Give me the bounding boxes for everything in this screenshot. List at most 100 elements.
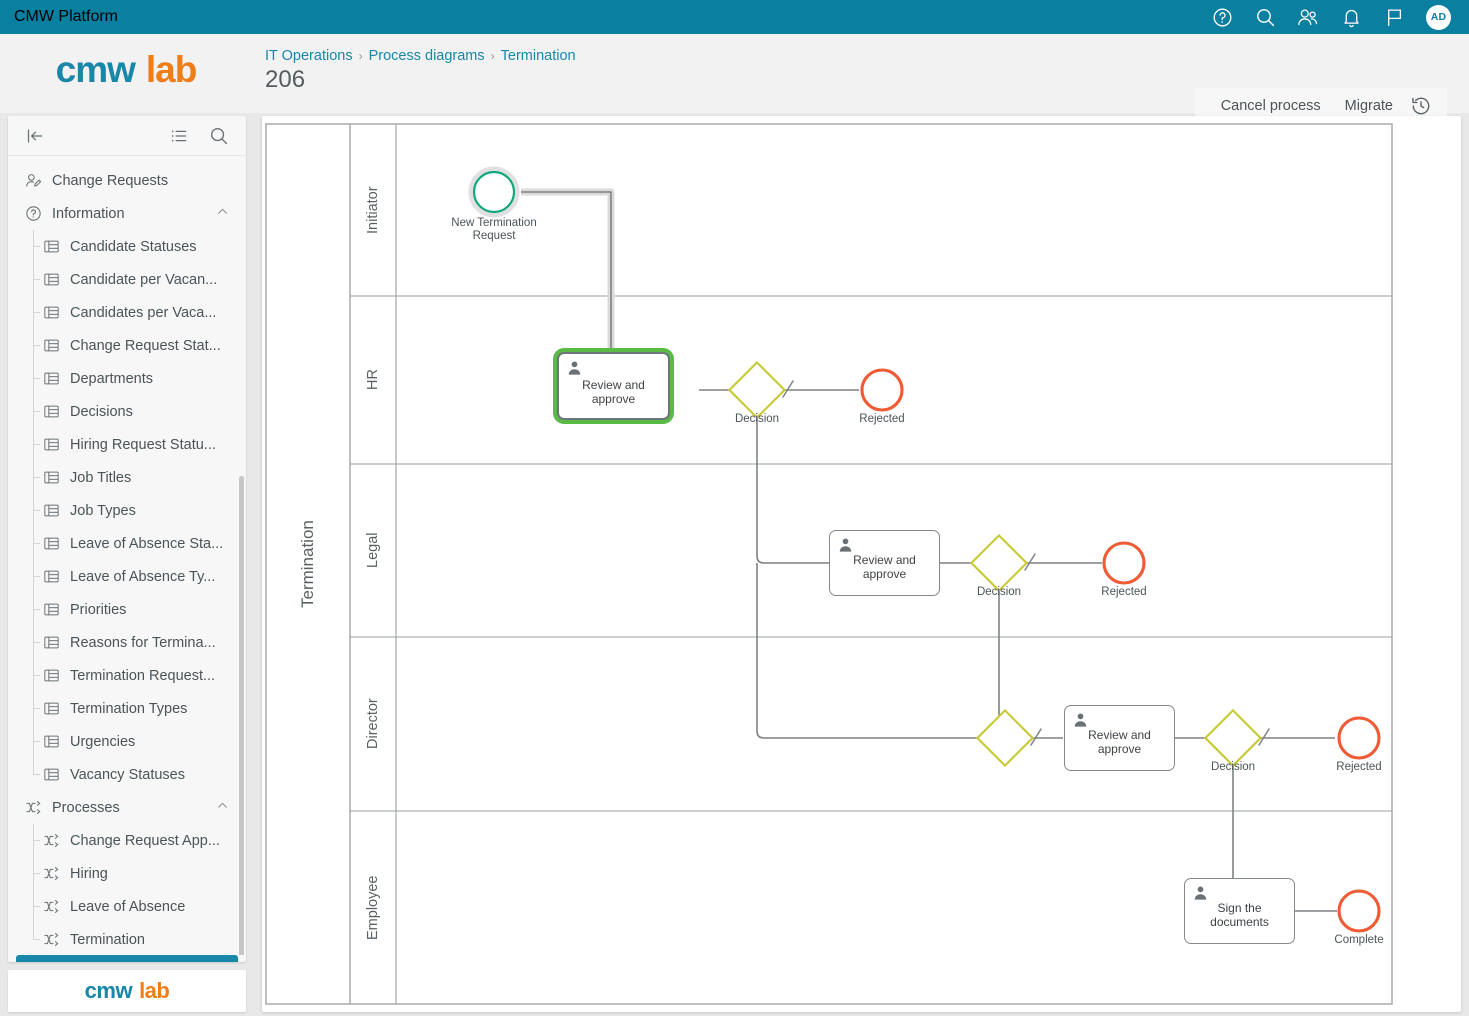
sidebar-item-change-request-app[interactable]: Change Request App... bbox=[8, 824, 246, 857]
sidebar-item-urgencies[interactable]: Urgencies bbox=[8, 725, 246, 758]
table-icon bbox=[42, 402, 61, 421]
sidebar-item-termination[interactable]: Termination bbox=[8, 923, 246, 955]
lane-label-initiator: Initiator bbox=[365, 186, 381, 234]
help-icon[interactable] bbox=[1211, 6, 1233, 28]
lane-label-employee: Employee bbox=[365, 875, 381, 940]
breadcrumb-item-it-operations[interactable]: IT Operations bbox=[265, 48, 353, 64]
chevron-up-icon[interactable] bbox=[216, 799, 229, 816]
table-icon bbox=[42, 567, 61, 586]
sidebar-item-label: Termination bbox=[70, 931, 145, 948]
sidebar-item-vacancy-statuses[interactable]: Vacancy Statuses bbox=[8, 758, 246, 791]
history-icon[interactable] bbox=[1409, 94, 1433, 118]
cmw-lab-logo: cmw lab bbox=[0, 34, 252, 113]
sidebar-item-label: Termination Request... bbox=[70, 667, 216, 684]
sidebar-item-decisions[interactable]: Decisions bbox=[8, 395, 246, 428]
sidebar-item-label: Reasons for Termina... bbox=[70, 634, 216, 651]
sidebar-item-candidate-statuses[interactable]: Candidate Statuses bbox=[8, 230, 246, 263]
sidebar-item-termination-types[interactable]: Termination Types bbox=[8, 692, 246, 725]
notifications-bell-icon[interactable] bbox=[1340, 6, 1362, 28]
sidebar-item-label: Leave of Absence Ty... bbox=[70, 568, 216, 585]
table-icon bbox=[42, 303, 61, 322]
process-icon bbox=[42, 930, 61, 949]
node-label-hr-rejected: Rejected bbox=[859, 413, 905, 425]
sidebar-item-label: Decisions bbox=[70, 403, 133, 420]
sidebar-scrollbar[interactable] bbox=[239, 476, 244, 955]
sidebar-item-termination-request[interactable]: Termination Request... bbox=[8, 659, 246, 692]
sidebar-item-label: Hiring Request Statu... bbox=[70, 436, 216, 453]
sidebar-item-reasons-for-termina[interactable]: Reasons for Termina... bbox=[8, 626, 246, 659]
table-icon bbox=[42, 765, 61, 784]
node-label-complete: Complete bbox=[1334, 934, 1384, 946]
node-label-director-rejected: Rejected bbox=[1336, 761, 1382, 773]
sidebar-item-label: Candidate Statuses bbox=[70, 238, 197, 255]
sidebar-item-change-request-stat[interactable]: Change Request Stat... bbox=[8, 329, 246, 362]
flag-icon[interactable] bbox=[1383, 6, 1405, 28]
sidebar-item-label: Hiring bbox=[70, 865, 108, 882]
sidebar-item-priorities[interactable]: Priorities bbox=[8, 593, 246, 626]
table-icon bbox=[42, 270, 61, 289]
bpmn-diagram: Termination Initiator HR Legal Director … bbox=[262, 116, 1461, 1012]
sidebar-item-departments[interactable]: Departments bbox=[8, 362, 246, 395]
process-icon bbox=[42, 831, 61, 850]
list-view-icon[interactable] bbox=[168, 125, 190, 147]
collapse-panel-icon[interactable] bbox=[24, 125, 46, 147]
sidebar-item-job-titles[interactable]: Job Titles bbox=[8, 461, 246, 494]
table-icon bbox=[42, 501, 61, 520]
lane-label-director: Director bbox=[365, 698, 381, 750]
user-task-icon bbox=[568, 361, 581, 375]
table-icon bbox=[42, 666, 61, 685]
sidebar-item-job-types[interactable]: Job Types bbox=[8, 494, 246, 527]
sidebar-item-leave-of-absence-ty[interactable]: Leave of Absence Ty... bbox=[8, 560, 246, 593]
sidebar-item-label: Vacancy Statuses bbox=[70, 766, 185, 783]
breadcrumb-separator: › bbox=[358, 49, 363, 63]
sidebar-item-label: Termination Types bbox=[70, 700, 188, 717]
sidebar-item-hiring-request-statu[interactable]: Hiring Request Statu... bbox=[8, 428, 246, 461]
sidebar-item-candidate-per-vacan[interactable]: Candidate per Vacan... bbox=[8, 263, 246, 296]
user-task-icon bbox=[1074, 713, 1087, 727]
breadcrumb: IT Operations › Process diagrams › Termi… bbox=[265, 48, 576, 64]
breadcrumb-item-process-diagrams[interactable]: Process diagrams bbox=[368, 48, 485, 64]
sidebar-item-label: Urgencies bbox=[70, 733, 136, 750]
sidebar-item-leave-of-absence[interactable]: Leave of Absence bbox=[8, 890, 246, 923]
sidebar-item-leave-of-absence-sta[interactable]: Leave of Absence Sta... bbox=[8, 527, 246, 560]
sidebar-item-label: Departments bbox=[70, 370, 154, 387]
node-label-legal-rejected: Rejected bbox=[1101, 586, 1147, 598]
user-task-icon bbox=[839, 538, 852, 552]
node-label-director-decision: Decision bbox=[1210, 761, 1256, 773]
users-icon[interactable] bbox=[1297, 6, 1319, 28]
app-header: cmw lab IT Operations › Process diagrams… bbox=[0, 34, 1469, 124]
node-label-hr-decision: Decision bbox=[734, 413, 780, 425]
search-icon[interactable] bbox=[1254, 6, 1276, 28]
chevron-up-icon[interactable] bbox=[216, 205, 229, 222]
avatar[interactable]: AD bbox=[1426, 4, 1451, 30]
user-task-icon bbox=[1194, 886, 1207, 900]
migrate-button[interactable]: Migrate bbox=[1344, 98, 1393, 114]
process-icon bbox=[42, 864, 61, 883]
cancel-process-button[interactable]: Cancel process bbox=[1220, 98, 1321, 114]
sidebar-item-label: Leave of Absence bbox=[70, 898, 186, 915]
pool-label-termination: Termination bbox=[298, 520, 317, 608]
sidebar-item-change-requests[interactable]: Change Requests bbox=[8, 164, 246, 197]
search-icon[interactable] bbox=[208, 125, 230, 147]
process-icon bbox=[24, 798, 43, 817]
table-icon bbox=[42, 435, 61, 454]
sidebar-item-candidates-per-vaca[interactable]: Candidates per Vaca... bbox=[8, 296, 246, 329]
platform-title: CMW Platform bbox=[14, 8, 118, 25]
diagram-canvas[interactable]: Termination Initiator HR Legal Director … bbox=[262, 116, 1461, 1012]
sidebar-item-processes[interactable]: Processes bbox=[8, 791, 246, 824]
sidebar-item-hiring[interactable]: Hiring bbox=[8, 857, 246, 890]
breadcrumb-item-termination[interactable]: Termination bbox=[500, 48, 576, 64]
sidebar-item-information[interactable]: Information bbox=[8, 197, 246, 230]
table-icon bbox=[42, 336, 61, 355]
sidebar-item-label: Change Requests bbox=[52, 172, 169, 189]
sidebar-item-label: Change Request App... bbox=[70, 832, 220, 849]
